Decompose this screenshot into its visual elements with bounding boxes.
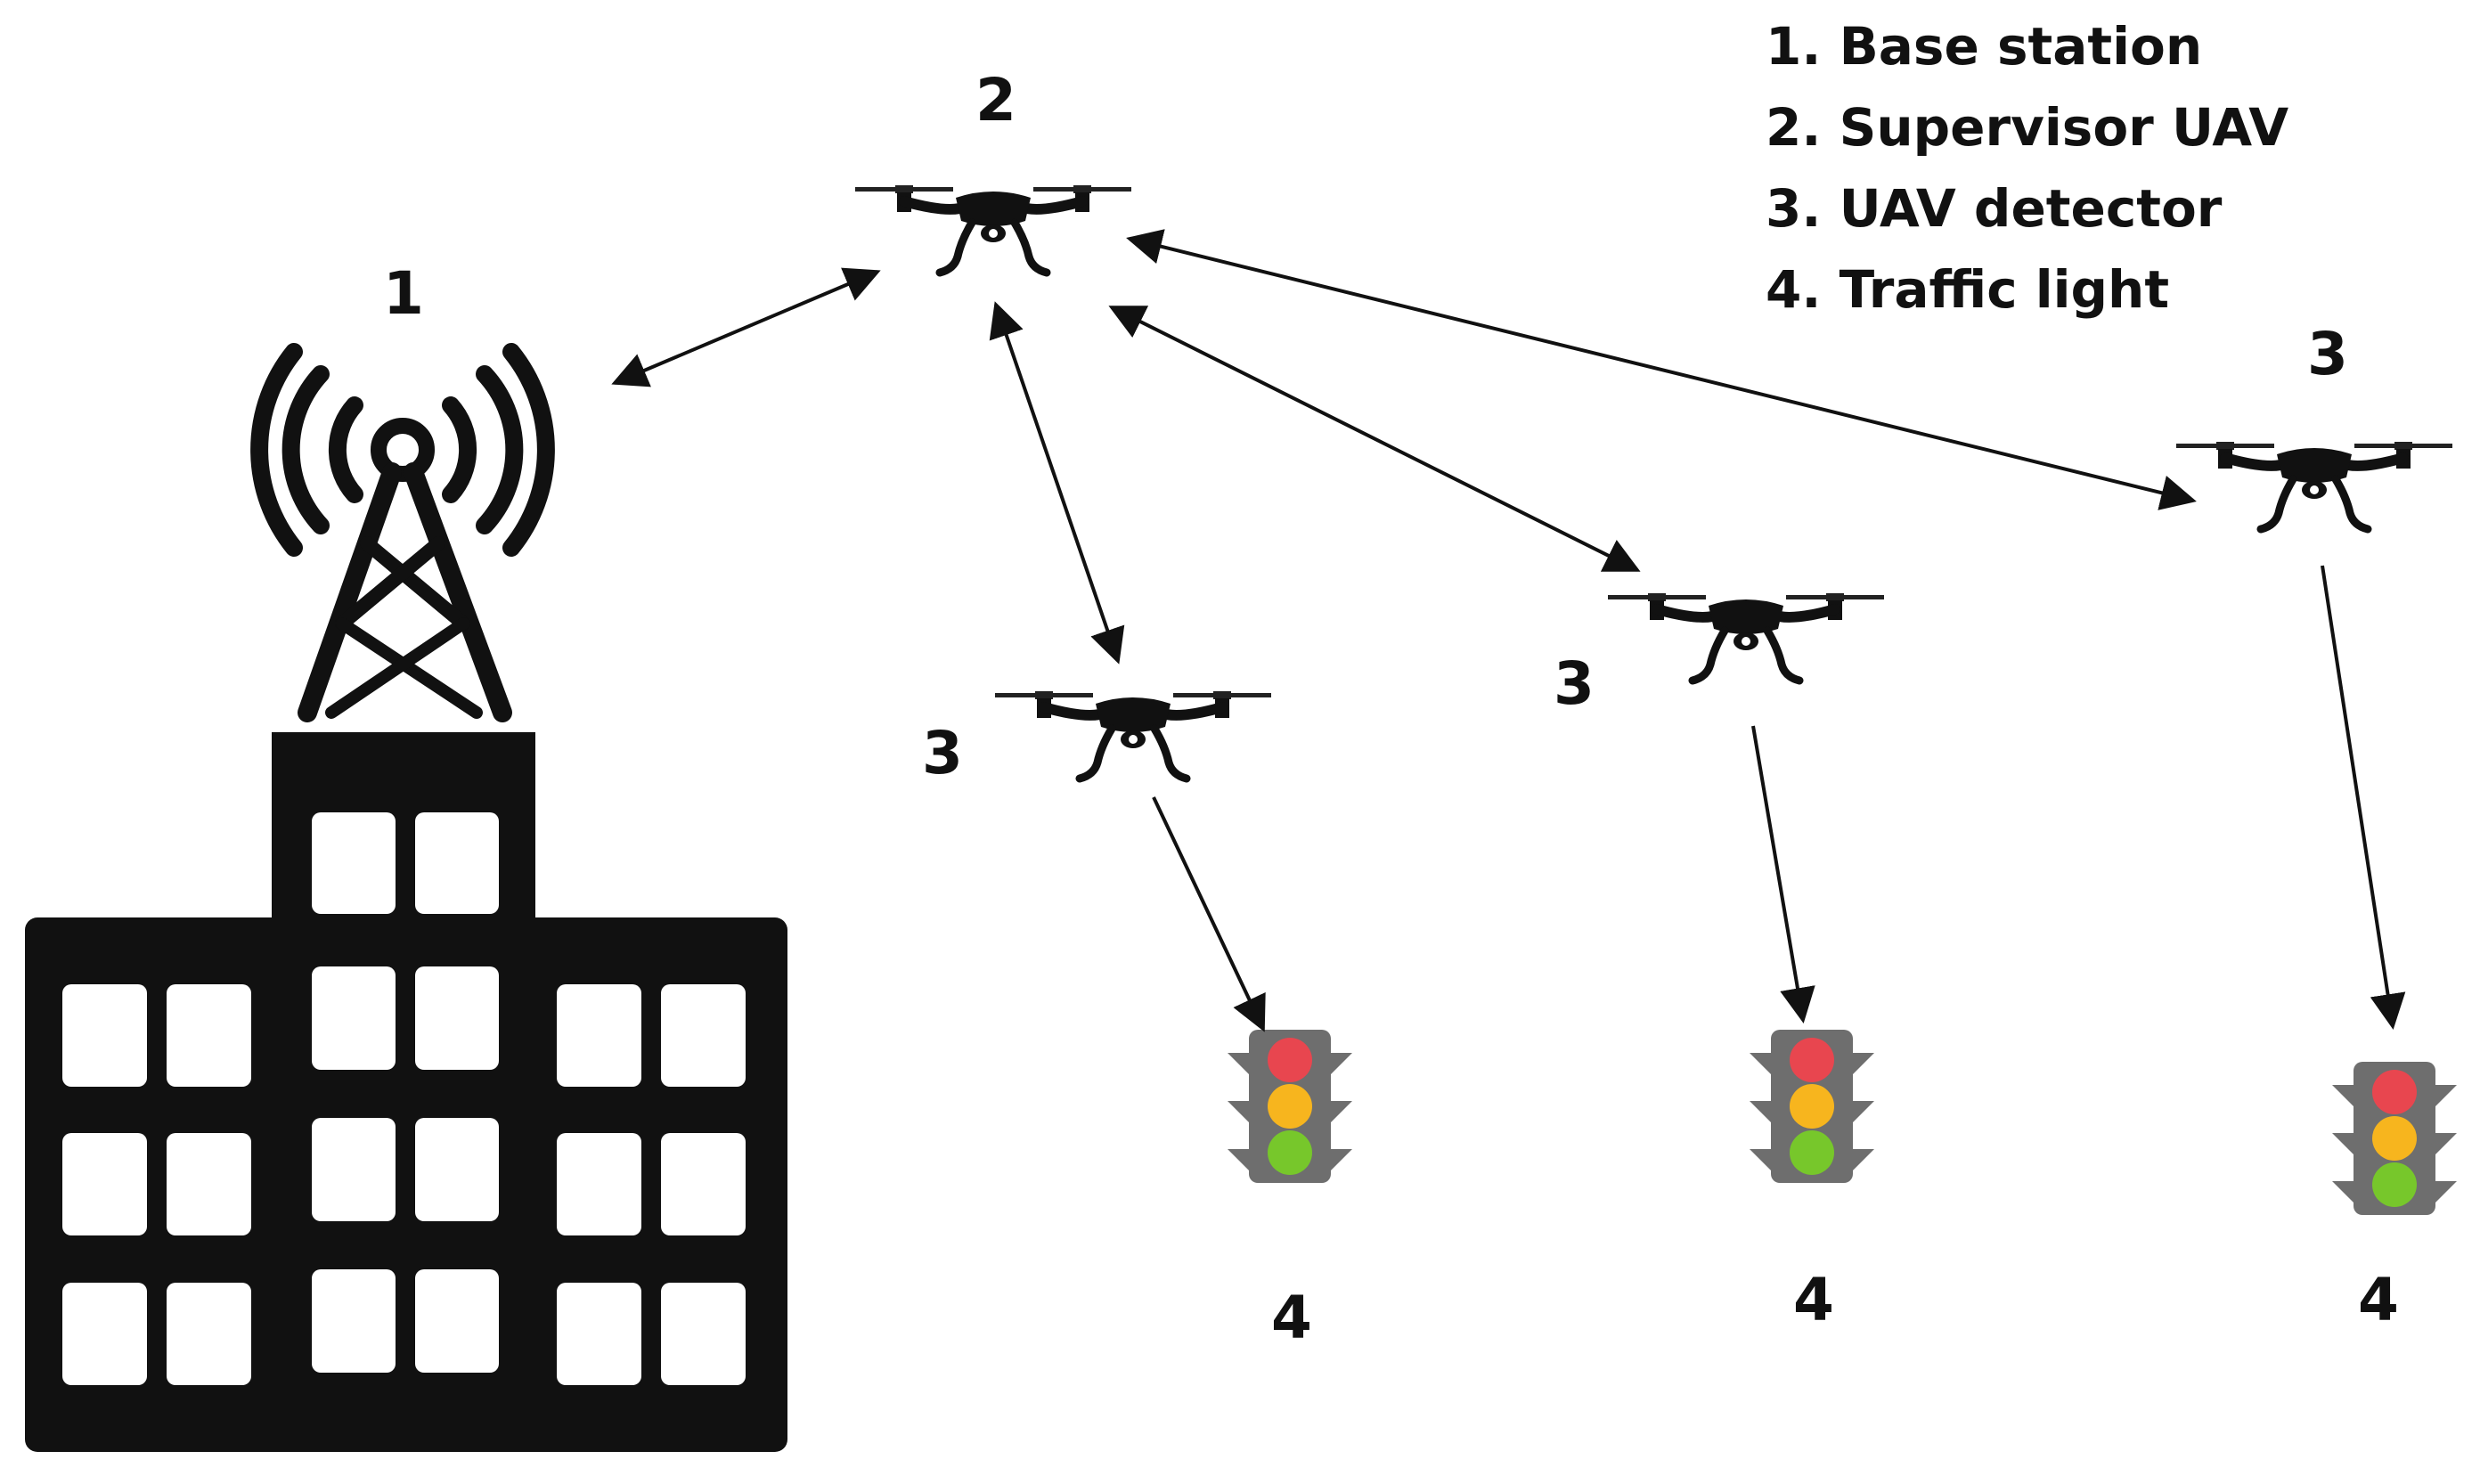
uav-detector-drone-icon <box>2176 442 2452 529</box>
label-uav-detector: 3 <box>1554 649 1595 718</box>
link-supervisor-detector-c <box>1126 229 2197 510</box>
antenna-tower-icon <box>250 343 555 722</box>
uav-detector-drone-icon <box>995 691 1271 779</box>
legend: 1. Base station 2. Supervisor UAV 3. UAV… <box>1766 16 2288 320</box>
label-supervisor-uav: 2 <box>975 66 1016 135</box>
legend-item-traffic-light: 4. Traffic light <box>1766 259 2169 320</box>
label-base-station: 1 <box>383 259 424 328</box>
label-traffic-light: 4 <box>1271 1284 1312 1352</box>
communication-links <box>611 229 2406 1032</box>
link-detector-b-light <box>1751 725 1815 1023</box>
link-base-supervisor <box>611 267 881 387</box>
uav-detector-drone-icon <box>1608 593 1884 681</box>
traffic-light-icon <box>1228 1030 1352 1183</box>
traffic-light-icon <box>2332 1062 2457 1215</box>
link-detector-c-light <box>2321 565 2406 1030</box>
label-uav-detector: 3 <box>922 719 963 787</box>
link-detector-a-light <box>1152 796 1266 1032</box>
traffic-light-icon <box>1750 1030 1874 1183</box>
link-supervisor-detector-b <box>1108 306 1641 572</box>
label-traffic-light: 4 <box>1793 1266 1834 1334</box>
label-traffic-light: 4 <box>2358 1266 2399 1334</box>
building-icon <box>25 732 787 1452</box>
legend-item-uav-detector: 3. UAV detector <box>1766 178 2223 239</box>
link-supervisor-detector-a <box>989 301 1125 665</box>
label-uav-detector: 3 <box>2307 320 2348 388</box>
supervisor-uav-drone-icon <box>855 185 1131 273</box>
legend-item-supervisor-uav: 2. Supervisor UAV <box>1766 97 2288 158</box>
legend-item-base-station: 1. Base station <box>1766 16 2202 77</box>
